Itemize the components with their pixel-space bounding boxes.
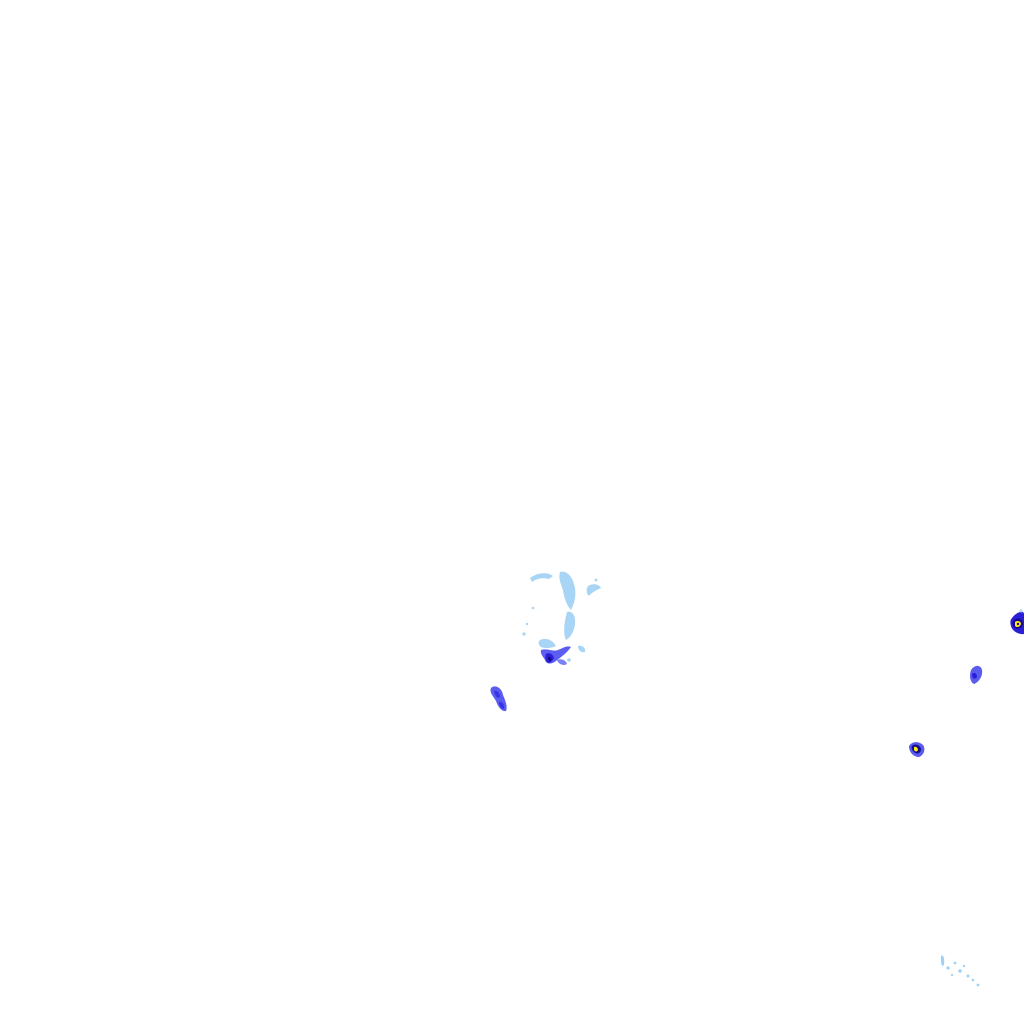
- echo-west-cell: [490, 686, 507, 712]
- echo-central-light-halo: [522, 571, 601, 662]
- echo-east-cell: [970, 665, 983, 684]
- echo-south-east-specks: [941, 955, 980, 987]
- echo-southeast-cell: [909, 742, 925, 757]
- echo-east-edge-cell: [1010, 609, 1024, 635]
- echo-central-medium-arm: [540, 646, 571, 665]
- echo-central-cluster: [522, 571, 601, 665]
